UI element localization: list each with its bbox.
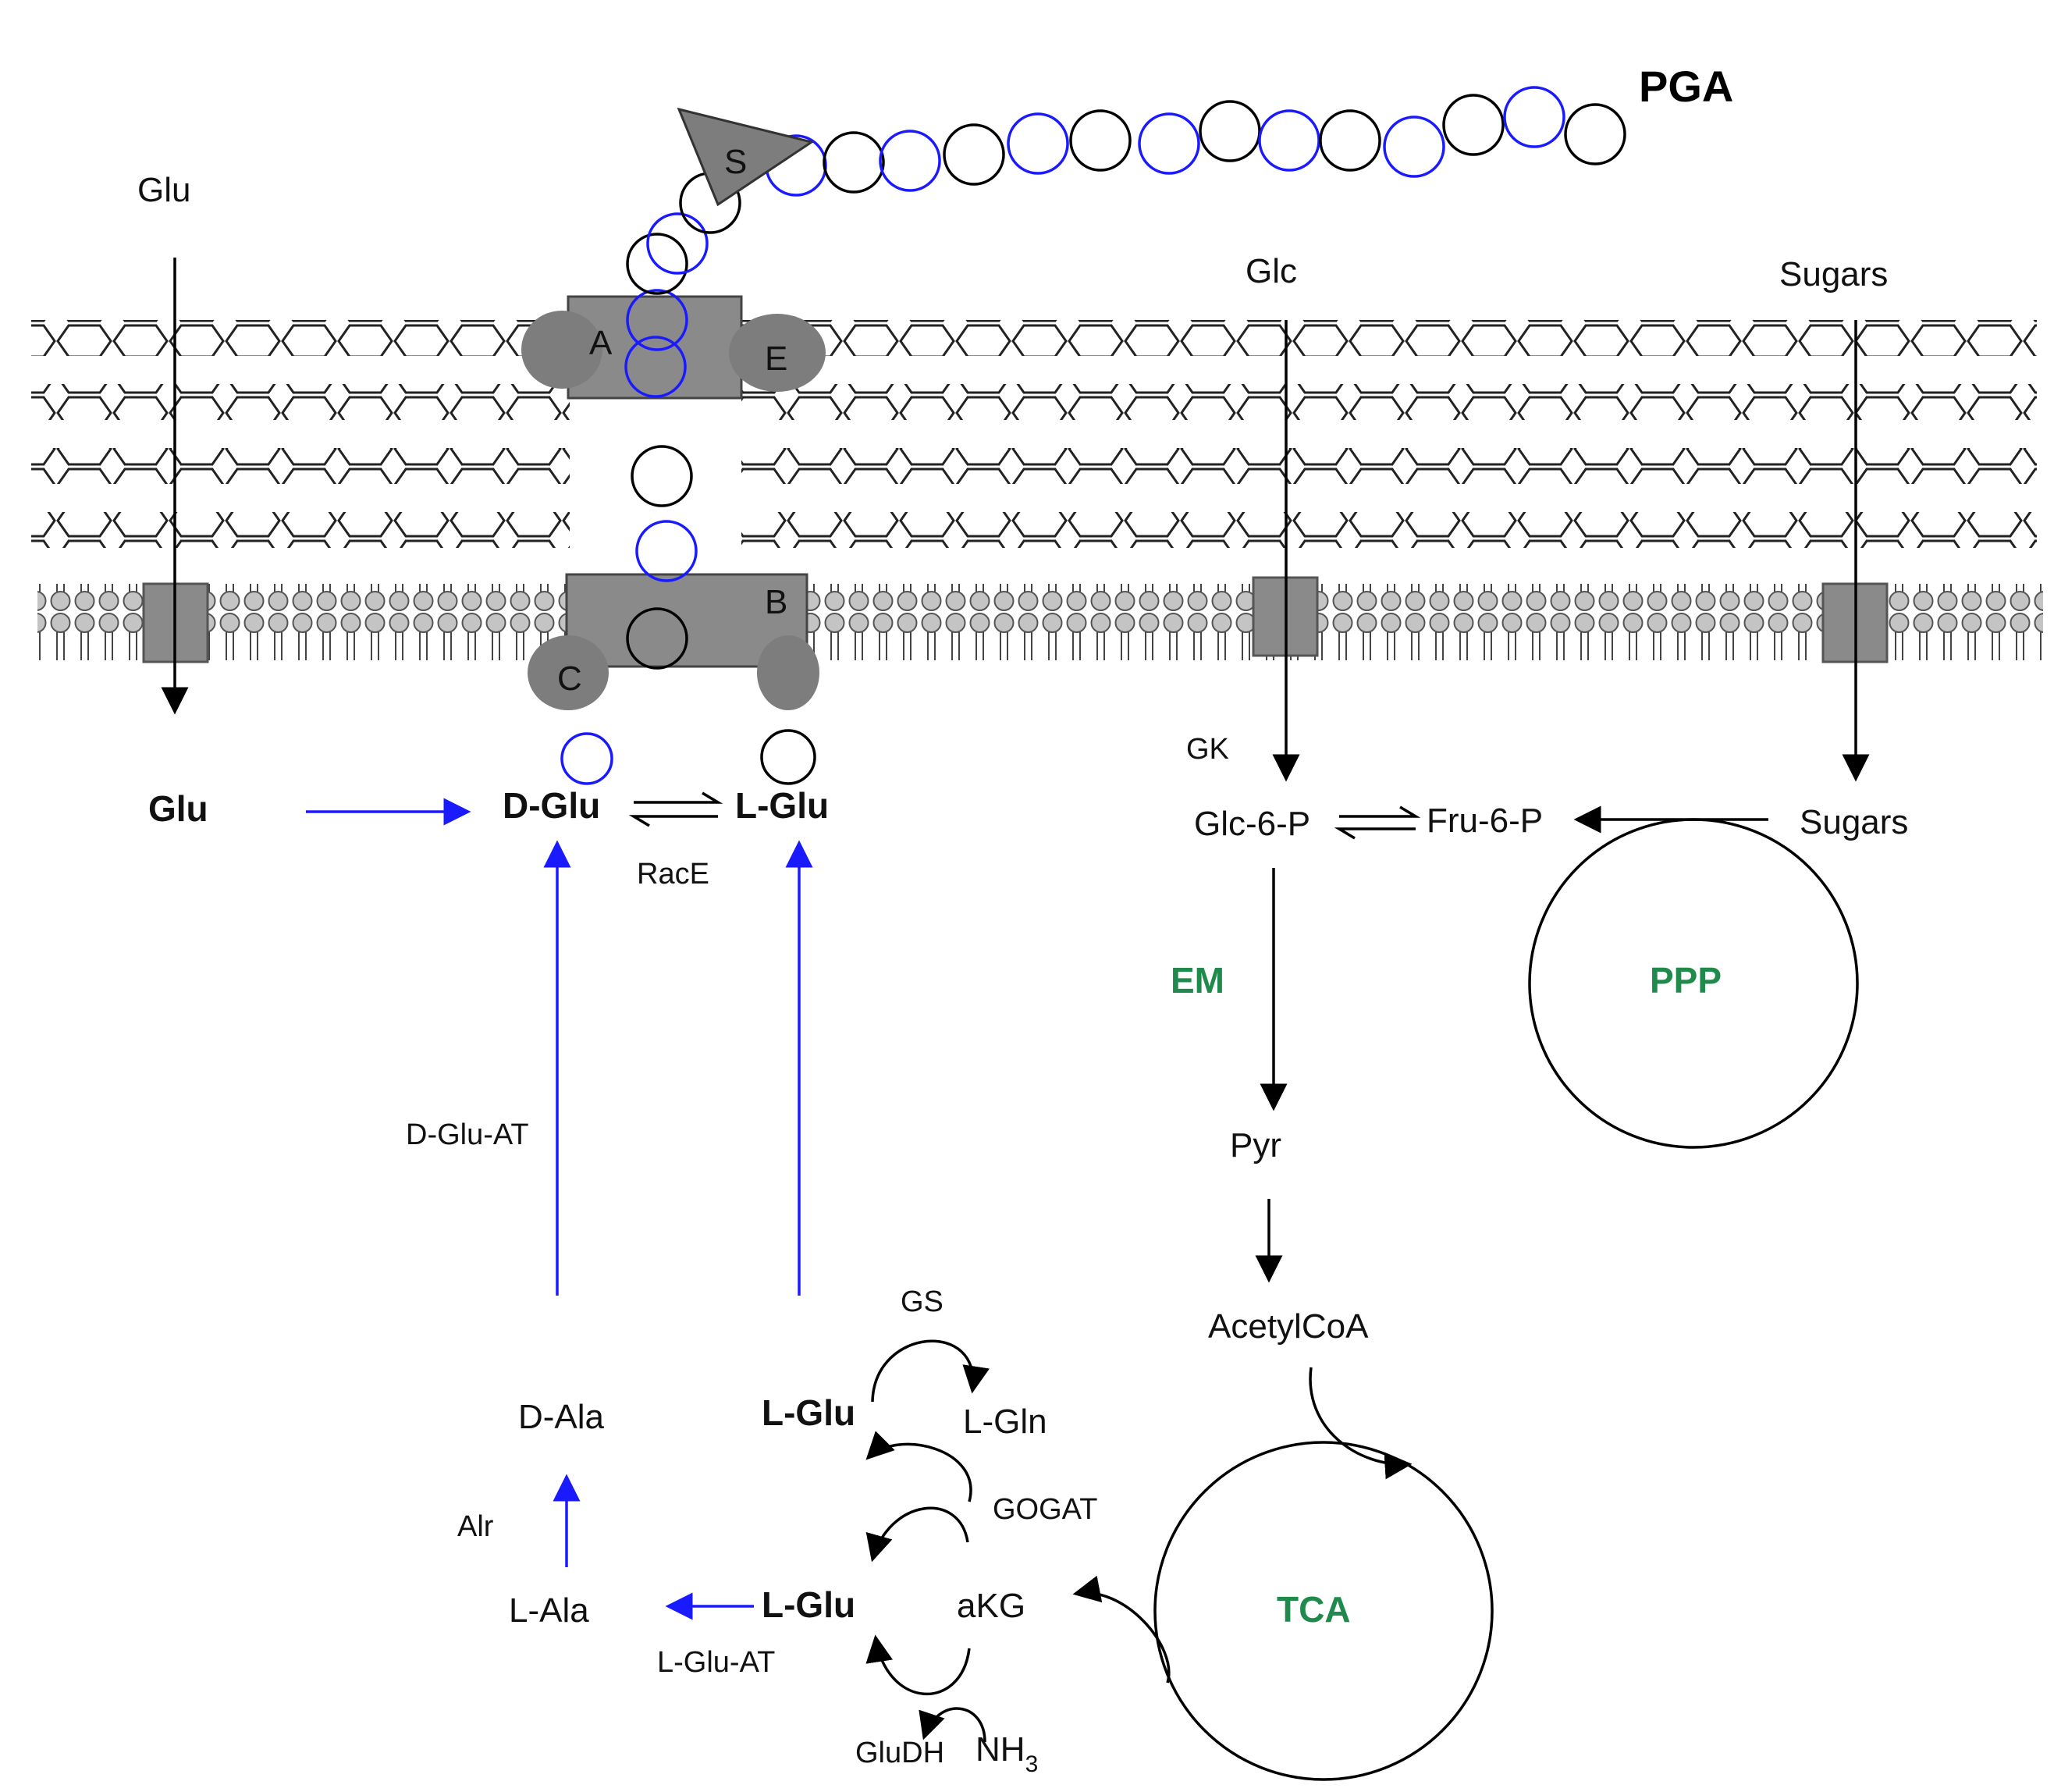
glu-outside-label: Glu xyxy=(137,171,190,209)
ppp-label: PPP xyxy=(1650,960,1722,1001)
label-s: S xyxy=(724,143,747,181)
l-ala-label: L-Ala xyxy=(509,1591,589,1630)
ppp-cycle xyxy=(1528,818,1859,1149)
protein-c-right xyxy=(757,635,819,710)
label-b: B xyxy=(765,583,787,621)
gogat-label: GOGAT xyxy=(993,1493,1097,1526)
sortase-s: S xyxy=(677,107,815,207)
lipid-bilayer xyxy=(37,584,2043,660)
protein-c xyxy=(528,635,609,710)
l-gln-label: L-Gln xyxy=(963,1403,1047,1441)
d-glu-at-label: D-Glu-AT xyxy=(406,1118,529,1151)
tca-label: TCA xyxy=(1277,1589,1351,1630)
acetylcoa-label: AcetylCoA xyxy=(1208,1307,1369,1346)
em-label: EM xyxy=(1171,960,1224,1001)
gk-label: GK xyxy=(1186,733,1229,766)
protein-a xyxy=(521,311,602,389)
glc6p-fru6p-reverse xyxy=(1334,827,1416,840)
glc-6-p-label: Glc-6-P xyxy=(1194,805,1310,843)
sugars-outside-label: Sugars xyxy=(1779,255,1888,293)
protein-e xyxy=(729,314,826,392)
fru-6-p-label: Fru-6-P xyxy=(1427,802,1543,840)
l-glu-gs-label: L-Glu xyxy=(762,1392,855,1433)
peptidoglycan-layer xyxy=(31,320,2037,548)
acetylcoa-to-tca-arrow xyxy=(1309,1367,1413,1480)
tca-to-akg-arrow xyxy=(1072,1575,1171,1684)
glc6p-fru6p-forward xyxy=(1339,805,1421,818)
pyr-label: Pyr xyxy=(1230,1126,1281,1164)
glu-inside-label: Glu xyxy=(148,788,208,829)
gludh-arrow xyxy=(865,1634,971,1696)
pga-title: PGA xyxy=(1639,62,1733,111)
gludh-label: GluDH xyxy=(855,1737,944,1769)
label-e: E xyxy=(765,340,787,378)
gogat-akg-arrow xyxy=(865,1506,969,1563)
gogat-arrow xyxy=(865,1431,972,1502)
gs-label: GS xyxy=(901,1285,943,1318)
d-glu-unit xyxy=(560,732,613,785)
sugars-inside-label: Sugars xyxy=(1800,803,1908,841)
l-glu-unit xyxy=(760,729,816,785)
gs-arrow xyxy=(871,1339,990,1403)
glc-outside-label: Glc xyxy=(1246,252,1297,290)
pga-chain xyxy=(624,86,1626,670)
nh3-label: NH3 xyxy=(975,1730,1038,1777)
l-glu-gludh-label: L-Glu xyxy=(762,1584,855,1625)
d-glu-label: D-Glu xyxy=(503,785,600,826)
race-forward-arrow xyxy=(634,791,723,804)
nh3-arrow xyxy=(919,1707,986,1743)
akg-label: aKG xyxy=(957,1587,1025,1625)
capb-capc-complex: B C xyxy=(528,573,819,710)
tca-cycle xyxy=(1153,1441,1494,1781)
d-ala-label: D-Ala xyxy=(518,1398,605,1436)
race-label: RacE xyxy=(637,858,709,891)
label-c: C xyxy=(557,660,582,698)
race-reverse-arrow xyxy=(628,815,718,827)
label-a: A xyxy=(589,324,613,362)
capa-cape-complex: A E xyxy=(521,295,826,400)
l-glu-label: L-Glu xyxy=(735,785,829,826)
l-glu-at-label: L-Glu-AT xyxy=(657,1646,775,1679)
alr-label: Alr xyxy=(457,1510,494,1543)
